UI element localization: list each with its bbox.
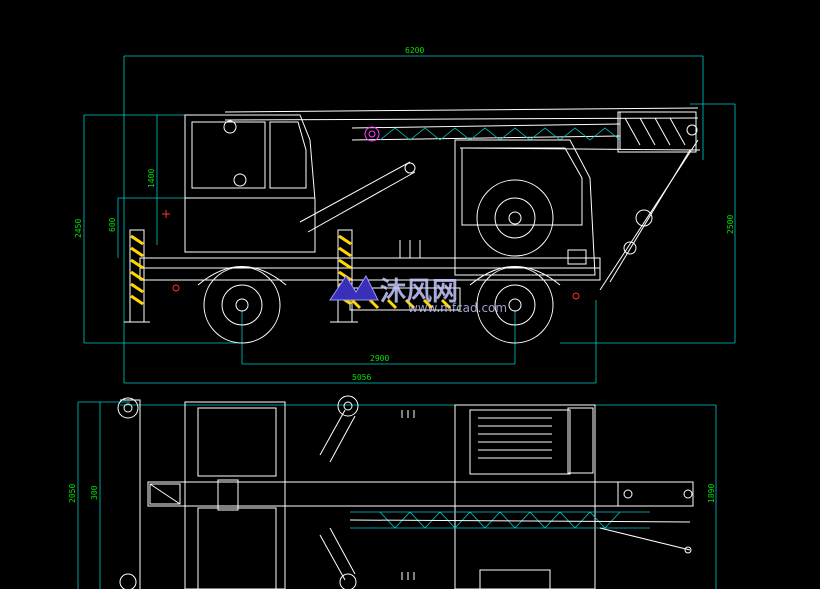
mf-logo-icon [329, 274, 379, 301]
top-detail-ticks [401, 410, 551, 589]
top-boom [147, 479, 694, 511]
side-dimension-labels: 6200 2900 5056 2450 1400 600 2500 [74, 46, 735, 382]
dim-overall-length: 6200 [405, 46, 424, 55]
top-boom-cables [349, 519, 692, 554]
watermark: 沐风网 www.mfcad.com [329, 274, 507, 315]
radiator-grille [478, 417, 552, 459]
dim-body-length: 5056 [352, 373, 371, 382]
top-hydraulic-arms [319, 409, 356, 581]
dim-overall-width: 2050 [68, 484, 77, 503]
watermark-text: 沐风网 [380, 277, 458, 307]
hazard-stripes [130, 234, 452, 310]
top-body [120, 399, 596, 589]
boom-winch-icon [364, 126, 380, 142]
spare-wheel [476, 179, 554, 257]
side-dimension-lines [83, 55, 736, 384]
top-view: 2050 300 1890 [68, 395, 717, 589]
dim-boom-width: 1890 [707, 484, 716, 503]
hook-support [599, 139, 699, 291]
boom-pulley-head [617, 111, 698, 153]
dim-track-width: 300 [90, 485, 99, 500]
top-dimension-lines [77, 401, 717, 589]
crane-cabin [184, 114, 316, 253]
dim-cab-height: 2500 [726, 215, 735, 234]
dim-wheelbase: 2900 [370, 354, 389, 363]
telescopic-boom [224, 107, 701, 151]
dim-boom-base-height: 1400 [147, 169, 156, 188]
side-view: 6200 2900 5056 2450 1400 600 2500 [74, 46, 736, 384]
outriggers [124, 229, 358, 323]
top-dimension-labels: 2050 300 1890 [68, 484, 716, 503]
center-markers [162, 210, 580, 300]
watermark-url: www.mfcad.com [408, 301, 507, 315]
truck-cab [454, 139, 596, 276]
dim-outrigger-height: 600 [108, 217, 117, 232]
dim-overall-height: 2450 [74, 219, 83, 238]
fender-arcs [197, 266, 561, 286]
top-outrigger-pads [117, 395, 359, 589]
lift-cylinder [299, 161, 416, 233]
